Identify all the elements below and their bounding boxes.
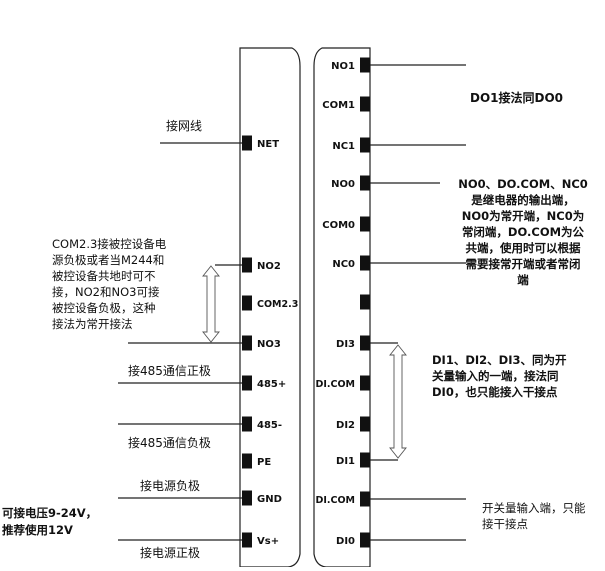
- terminal-block: [360, 491, 370, 507]
- left-terminal-pe: PE: [242, 453, 271, 469]
- left-terminal-p485p: 485+: [242, 375, 286, 391]
- terminal-block: [360, 335, 370, 351]
- left-terminal-no3: NO3: [242, 335, 281, 351]
- note-gnd: 接电源负极: [140, 479, 201, 493]
- terminal-label: COM0: [322, 220, 355, 231]
- terminal-block: [360, 452, 370, 468]
- terminal-block: [242, 490, 252, 506]
- right-terminal-nc1: NC1: [332, 137, 370, 153]
- left-terminal-p485m: 485-: [242, 416, 282, 432]
- right-terminal-no1: NO1: [331, 57, 370, 73]
- note-com23: COM2.3接被控设备电 源负极或者当M244和 被控设备共地时可不 接，NO2…: [52, 237, 167, 331]
- terminal-block: [242, 295, 252, 311]
- terminal-block: [242, 532, 252, 548]
- right-terminal-di3: DI3: [336, 335, 370, 351]
- left-terminal-com23: COM2.3: [242, 295, 298, 311]
- terminal-block: [360, 532, 370, 548]
- terminal-block: [360, 96, 370, 112]
- terminal-block: [242, 257, 252, 273]
- terminal-label: COM2.3: [257, 299, 298, 310]
- terminal-label: NC0: [332, 259, 355, 270]
- note-485-negative: 接485通信负极: [128, 436, 211, 450]
- left-terminal-vs: Vs+: [242, 532, 279, 548]
- right-terminal-di2: DI2: [336, 416, 370, 432]
- terminal-block: [242, 416, 252, 432]
- terminal-label: DI.COM: [315, 379, 355, 390]
- right-terminal-blank: [360, 294, 370, 310]
- terminal-label: NO3: [257, 339, 281, 350]
- terminal-block: [360, 294, 370, 310]
- left-terminal-gnd: GND: [242, 490, 282, 506]
- note-485-positive: 接485通信正极: [128, 364, 211, 378]
- note-vs: 接电源正极: [140, 546, 201, 560]
- note-net: 接网线: [166, 119, 203, 133]
- terminal-label: Vs+: [257, 536, 279, 547]
- right-terminal-no0: NO0: [331, 175, 370, 191]
- right-terminal-di0: DI0: [336, 532, 370, 548]
- terminal-label: NET: [257, 139, 279, 150]
- terminal-block: [360, 137, 370, 153]
- right-terminal-dicom1: DI.COM: [315, 375, 370, 391]
- note-voltage: 可接电压9-24V， 推荐使用12V: [2, 506, 98, 537]
- terminal-block: [360, 375, 370, 391]
- terminal-label: DI3: [336, 339, 355, 350]
- terminal-label: DI.COM: [315, 495, 355, 506]
- terminal-block: [242, 135, 252, 151]
- note-dicom: 开关量输入端，只能 接干接点: [482, 501, 586, 531]
- terminal-label: NC1: [332, 141, 355, 152]
- terminal-label: NO0: [331, 179, 355, 190]
- terminal-label: NO2: [257, 261, 281, 272]
- note-di: DI1、DI2、DI3、同为开 关量输入的一端，接法同 DI0，也只能接入干接点: [432, 353, 567, 399]
- terminal-block: [242, 375, 252, 391]
- terminal-label: DI0: [336, 536, 355, 547]
- right-terminal-com1: COM1: [322, 96, 370, 112]
- terminal-label: COM1: [322, 100, 355, 111]
- terminal-block: [360, 416, 370, 432]
- terminal-block: [242, 335, 252, 351]
- terminal-label: GND: [257, 494, 282, 505]
- right-terminal-dicom2: DI.COM: [315, 491, 370, 507]
- terminal-label: 485+: [257, 379, 286, 390]
- terminal-label: 485-: [257, 420, 282, 431]
- terminal-block: [360, 175, 370, 191]
- terminal-block: [360, 216, 370, 232]
- terminal-block: [242, 453, 252, 469]
- double-arrow-left: [202, 265, 220, 343]
- note-relay: NO0、DO.COM、NC0 是继电器的输出端， NO0为常开端，NC0为 常闭…: [458, 177, 588, 287]
- terminal-label: DI1: [336, 456, 355, 467]
- terminal-label: DI2: [336, 420, 355, 431]
- terminal-label: PE: [257, 457, 271, 468]
- right-terminal-nc0: NC0: [332, 255, 370, 271]
- left-terminal-no2: NO2: [242, 257, 281, 273]
- right-terminal-com0: COM0: [322, 216, 370, 232]
- note-do1: DO1接法同DO0: [470, 91, 564, 105]
- terminal-block: [360, 255, 370, 271]
- right-terminal-di1: DI1: [336, 452, 370, 468]
- double-arrow-right: [389, 344, 407, 459]
- terminal-block: [360, 57, 370, 73]
- left-terminal-net: NET: [242, 135, 279, 151]
- terminal-label: NO1: [331, 61, 355, 72]
